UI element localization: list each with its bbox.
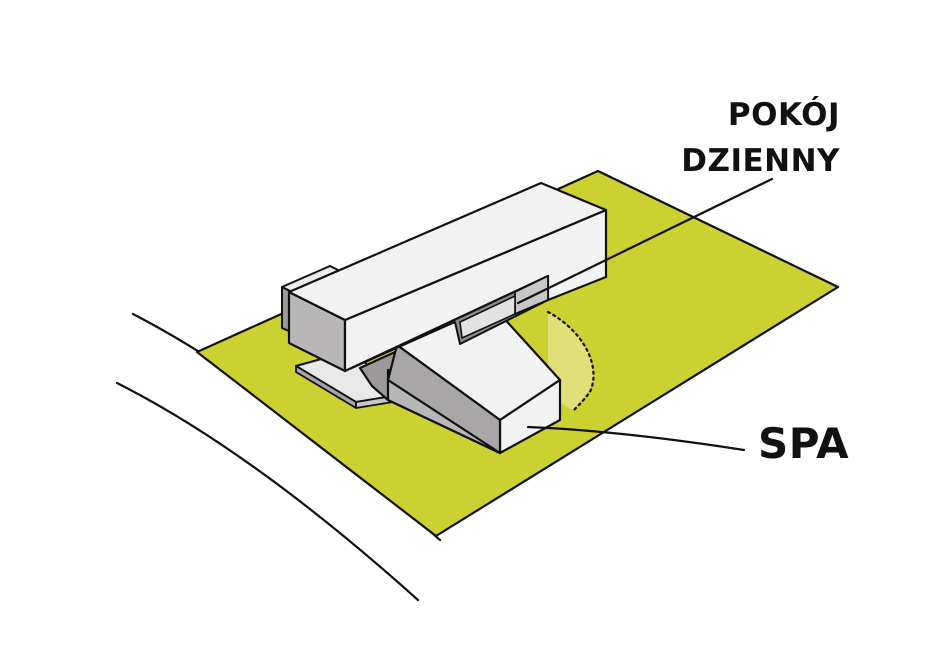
spa-label: SPA (758, 419, 850, 468)
living-volume-top (287, 181, 608, 322)
road-edge-lower (115, 381, 420, 602)
living-room-label-line2: DZIENNY (681, 143, 840, 179)
spa-wing-left-face (386, 343, 502, 455)
living-volume-opening-floor (459, 295, 516, 339)
dotted-swing-arc (546, 310, 595, 414)
leader-line-spa (526, 425, 746, 452)
living-room-label: POKÓJ DZIENNY (681, 92, 840, 184)
living-room-label-line1: POKÓJ (727, 97, 840, 133)
leader-line-living-room (516, 177, 774, 305)
